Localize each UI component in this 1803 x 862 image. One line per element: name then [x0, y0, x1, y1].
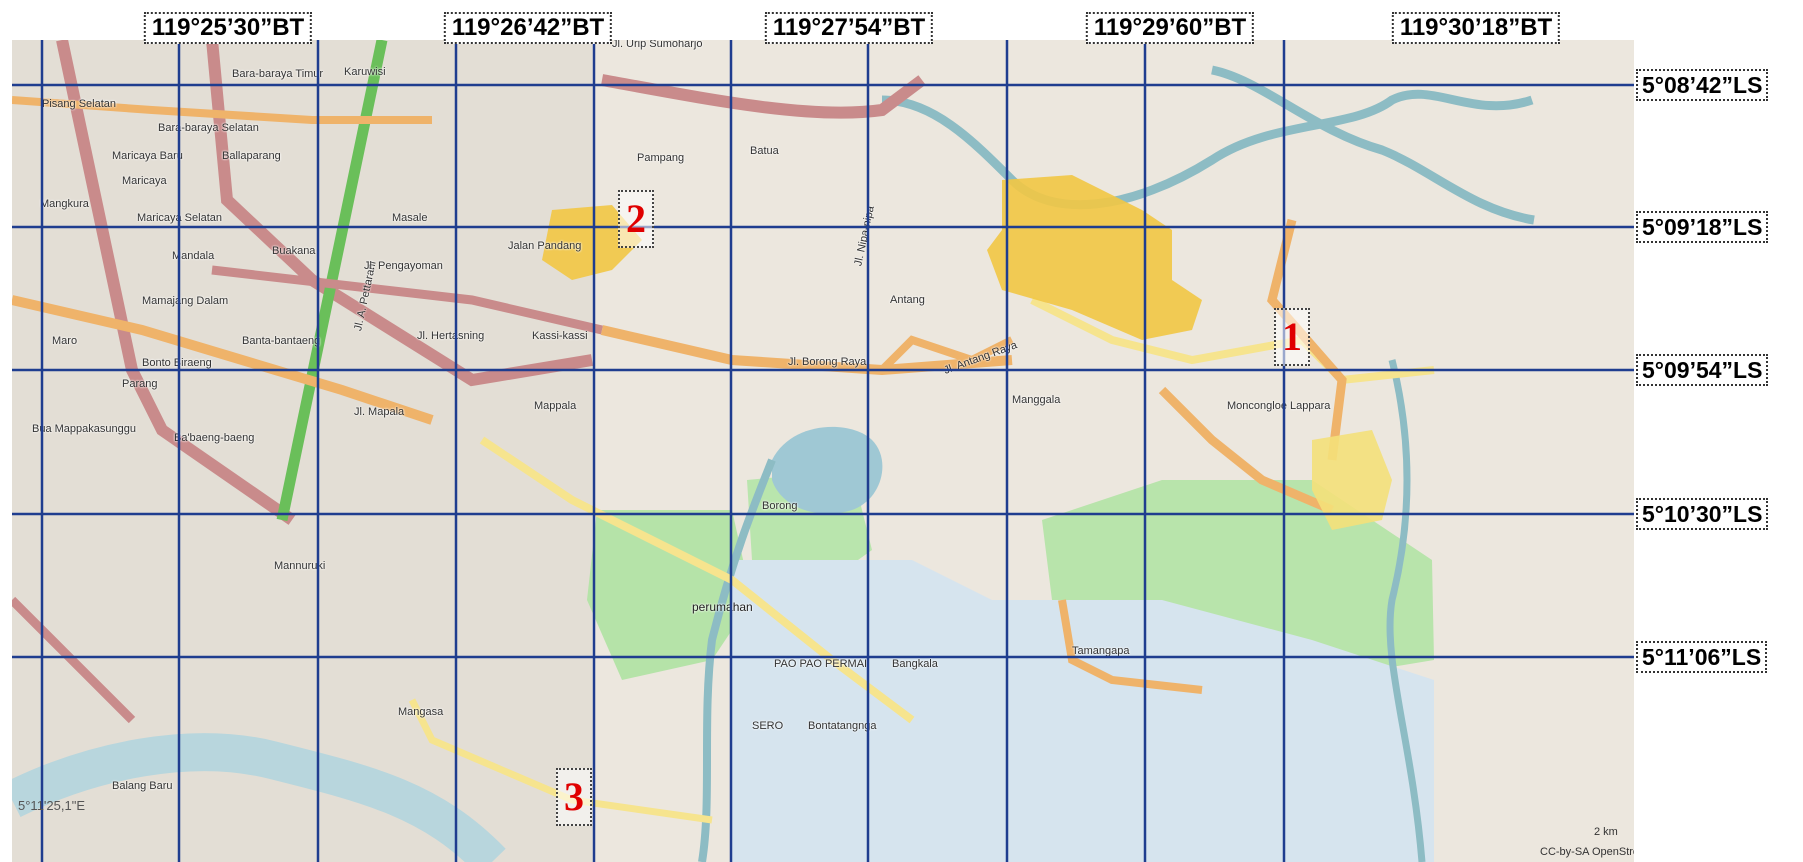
place-label: Mangasa [398, 706, 444, 718]
place-label: perumahan [692, 600, 753, 614]
place-label: Bontatangnga [808, 720, 877, 732]
attribution: CC-by-SA OpenStreetMap [1540, 846, 1634, 858]
road [408, 698, 713, 824]
place-label: Banta-bantaeng [242, 335, 321, 347]
road [12, 295, 434, 425]
place-label: Bangkala [892, 658, 938, 670]
road [600, 74, 926, 119]
latitude-label: 5°11’06”LS [1636, 641, 1768, 673]
highlight-zone-2 [542, 205, 642, 280]
highlight-zone-1 [987, 175, 1202, 340]
place-label: Bua Mappakasunggu [32, 423, 136, 435]
place-label: Borong [762, 500, 798, 512]
place-label: Batua [750, 145, 779, 157]
place-label: Masale [392, 212, 428, 224]
corner-coordinate: 5°11'25,1"E [18, 798, 85, 813]
marker-3[interactable]: 3 [556, 768, 592, 826]
map-canvas[interactable] [12, 40, 1634, 862]
latitude-label: 5°09’54”LS [1636, 354, 1769, 386]
marker-1[interactable]: 1 [1274, 308, 1310, 366]
longitude-label: 119°26’42”BT [443, 12, 613, 44]
wetland-area [732, 560, 1434, 862]
place-label: SERO [752, 720, 784, 732]
marker-2[interactable]: 2 [618, 190, 654, 248]
scale-note: 2 km [1594, 826, 1618, 838]
highlight-zone [1312, 430, 1392, 530]
place-label: Maro [52, 335, 78, 347]
map-view[interactable]: Bara-baraya Timur Karuwisi Pisang Selata… [12, 40, 1634, 862]
longitude-label: 119°29’60”BT [1085, 12, 1255, 44]
river [881, 89, 1534, 210]
place-label: Tamangapa [1072, 645, 1130, 657]
place-label: Bara-baraya Selatan [158, 122, 259, 134]
place-label: Balang Baru [112, 780, 173, 792]
road [12, 96, 432, 124]
road-label: Jl. Mapala [354, 406, 405, 418]
road-label: Jl. Hertasning [417, 330, 485, 342]
river [1211, 65, 1535, 225]
latitude-label: 5°09’18”LS [1636, 211, 1769, 243]
place-label: Antang [890, 294, 925, 306]
road [1030, 296, 1435, 385]
road [12, 596, 136, 724]
longitude-label: 119°27’54”BT [764, 12, 934, 44]
road [1158, 386, 1334, 515]
place-label: PAO PAO PERMAI [774, 658, 868, 670]
road [1058, 599, 1203, 694]
place-label: Kassi-kassi [532, 330, 588, 342]
place-label: Maricaya [122, 175, 167, 187]
latitude-label: 5°08’42”LS [1636, 69, 1769, 101]
longitude-label: 119°30’18”BT [1391, 12, 1561, 44]
place-label: Mamajang Dalam [142, 295, 229, 307]
place-label: Moncongloe Lappara [1227, 400, 1331, 412]
place-label: Mangkura [40, 198, 89, 210]
place-label: Bonto Biraeng [142, 357, 212, 369]
lake [772, 426, 883, 514]
place-label: Mandala [172, 250, 215, 262]
place-label: Mappala [534, 400, 577, 412]
place-label: Pisang Selatan [42, 98, 116, 110]
road [600, 325, 1013, 376]
place-label: Ba'baeng-baeng [174, 432, 255, 444]
place-label: Karuwisi [344, 66, 386, 78]
road-label: Jalan Pandang [508, 240, 582, 252]
latitude-label: 5°10’30”LS [1636, 498, 1769, 530]
river [12, 733, 506, 862]
river [698, 458, 776, 862]
road-label: Jl. Borong Raya [788, 356, 867, 368]
place-label: Mannuruki [274, 560, 326, 572]
place-label: Buakana [272, 245, 316, 257]
place-label: Maricaya Selatan [137, 212, 222, 224]
road [211, 265, 604, 335]
road-label: Jl. Urip Sumoharjo [612, 40, 703, 50]
road [479, 436, 915, 724]
road [56, 40, 296, 525]
place-label: Ballaparang [222, 150, 281, 162]
river [1386, 359, 1426, 862]
place-label: Manggala [1012, 394, 1061, 406]
place-label: Parang [122, 378, 158, 390]
road [879, 335, 1014, 373]
place-label: Pampang [637, 152, 685, 164]
longitude-label: 119°25’30”BT [143, 12, 313, 44]
place-label: Bara-baraya Timur [232, 68, 324, 80]
place-label: Maricaya Baru [112, 150, 183, 162]
road-label: Jl. Pengayoman [364, 260, 443, 272]
